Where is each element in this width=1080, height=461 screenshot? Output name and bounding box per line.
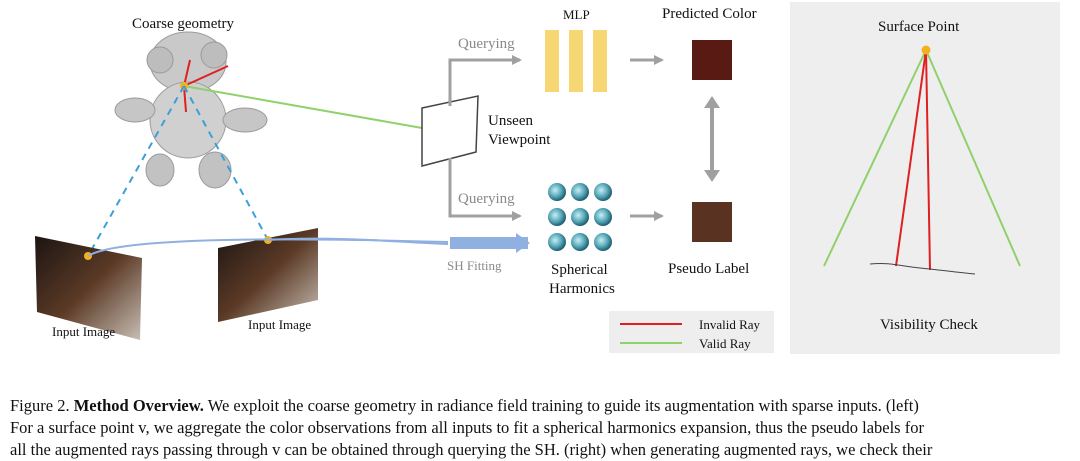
input-image-right-label: Input Image <box>248 317 312 332</box>
sh-fitting-label: SH Fitting <box>447 258 502 273</box>
predicted-color-label: Predicted Color <box>662 6 757 22</box>
invalid-ray <box>183 65 229 87</box>
invalid-ray <box>183 59 191 87</box>
valid-ray-right <box>925 49 1021 267</box>
querying-bottom-label: Querying <box>458 191 515 207</box>
figure-caption: Figure 2. Method Overview. We exploit th… <box>10 395 1078 461</box>
camera-ray-right <box>183 85 269 241</box>
surface-point-dot-right <box>921 45 931 55</box>
camera-ray-left <box>87 85 185 257</box>
valid-ray <box>183 85 423 129</box>
querying-arrow-bottom <box>448 158 522 221</box>
input-image-right <box>218 228 318 322</box>
sh-fitting-curve <box>267 237 449 245</box>
invalid-ray-left <box>895 49 927 267</box>
mlp-label: MLP <box>563 7 590 22</box>
legend-invalid-label: Invalid Ray <box>699 317 761 332</box>
caption-title: Method Overview. <box>73 396 204 415</box>
legend-box <box>609 311 774 353</box>
mlp-block <box>545 30 607 92</box>
caption-line1-text: We exploit the coarse geometry in radian… <box>207 396 919 415</box>
input-image-left <box>35 236 142 340</box>
caption-line-2: For a surface point v, we aggregate the … <box>10 418 924 437</box>
surface-point-label: Surface Point <box>878 19 960 35</box>
valid-ray-left <box>823 49 927 267</box>
unseen-label-line2: Viewpoint <box>488 132 551 148</box>
visibility-check-label: Visibility Check <box>880 317 978 333</box>
figure-number: Figure 2. <box>10 396 70 415</box>
diagram-graphics <box>35 30 1021 344</box>
caption-line-1: Figure 2. Method Overview. We exploit th… <box>10 395 1078 417</box>
unseen-viewpoint-plane <box>421 95 479 167</box>
coarse-geometry-label: Coarse geometry <box>132 16 235 32</box>
pseudo-label-swatch <box>692 202 732 242</box>
spherical-label-line1: Spherical <box>551 262 608 278</box>
unseen-label-line1: Unseen <box>488 113 533 129</box>
caption-line-3: all the augmented rays passing through v… <box>10 440 933 459</box>
pseudo-label-label: Pseudo Label <box>668 261 750 277</box>
method-overview-figure: Coarse geometry Input Image Input Image … <box>35 2 1060 354</box>
teddy-bear-mesh <box>114 31 268 189</box>
querying-arrow-top <box>448 55 522 106</box>
spherical-label-line2: Harmonics <box>549 281 615 297</box>
surface-line <box>869 263 976 275</box>
invalid-ray <box>183 85 187 113</box>
spherical-harmonics-grid <box>548 183 612 251</box>
legend-valid-label: Valid Ray <box>699 336 751 351</box>
predicted-color-swatch <box>692 40 732 80</box>
invalid-ray-right <box>925 49 931 271</box>
querying-top-label: Querying <box>458 36 515 52</box>
input-image-left-label: Input Image <box>52 324 116 339</box>
